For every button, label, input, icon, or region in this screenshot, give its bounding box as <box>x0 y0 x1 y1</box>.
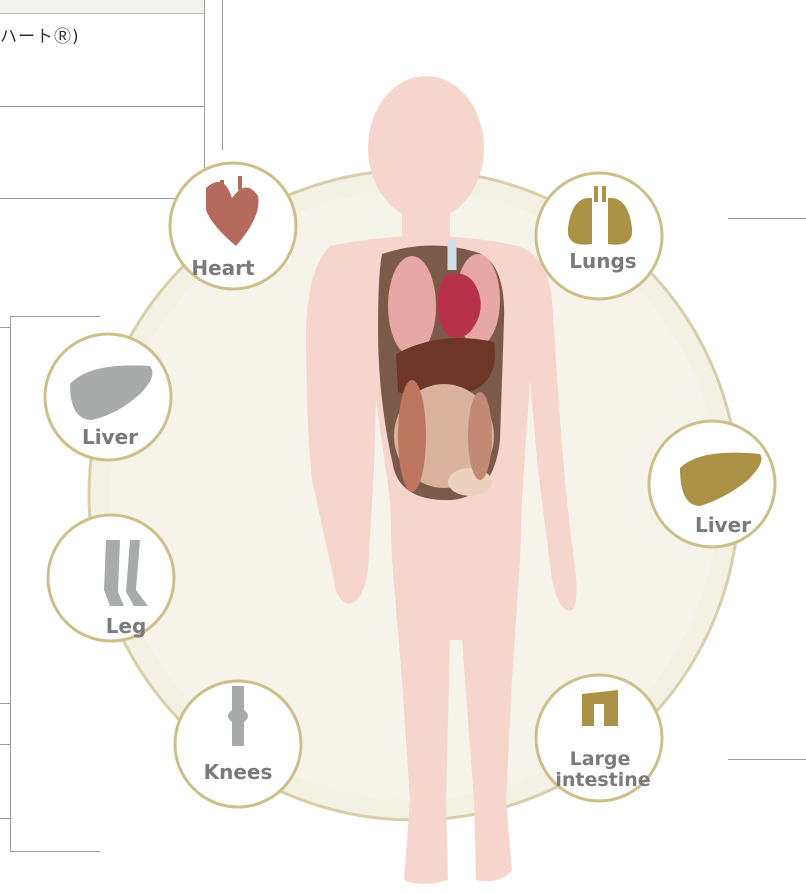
heart-label: Heart <box>191 256 255 280</box>
knees-label: Knees <box>204 760 273 784</box>
torso-organs <box>378 240 504 500</box>
large-intestine-label-line2: intestine <box>555 769 650 791</box>
large-intestine-label-line1: Large <box>570 748 631 770</box>
organ-badge-knees <box>175 681 301 807</box>
lungs-label: Lungs <box>569 249 636 273</box>
liver-left-label: Liver <box>82 425 138 449</box>
organ-badge-lungs <box>536 173 662 299</box>
liver-right-label: Liver <box>695 513 751 537</box>
leg-label: Leg <box>106 614 147 638</box>
